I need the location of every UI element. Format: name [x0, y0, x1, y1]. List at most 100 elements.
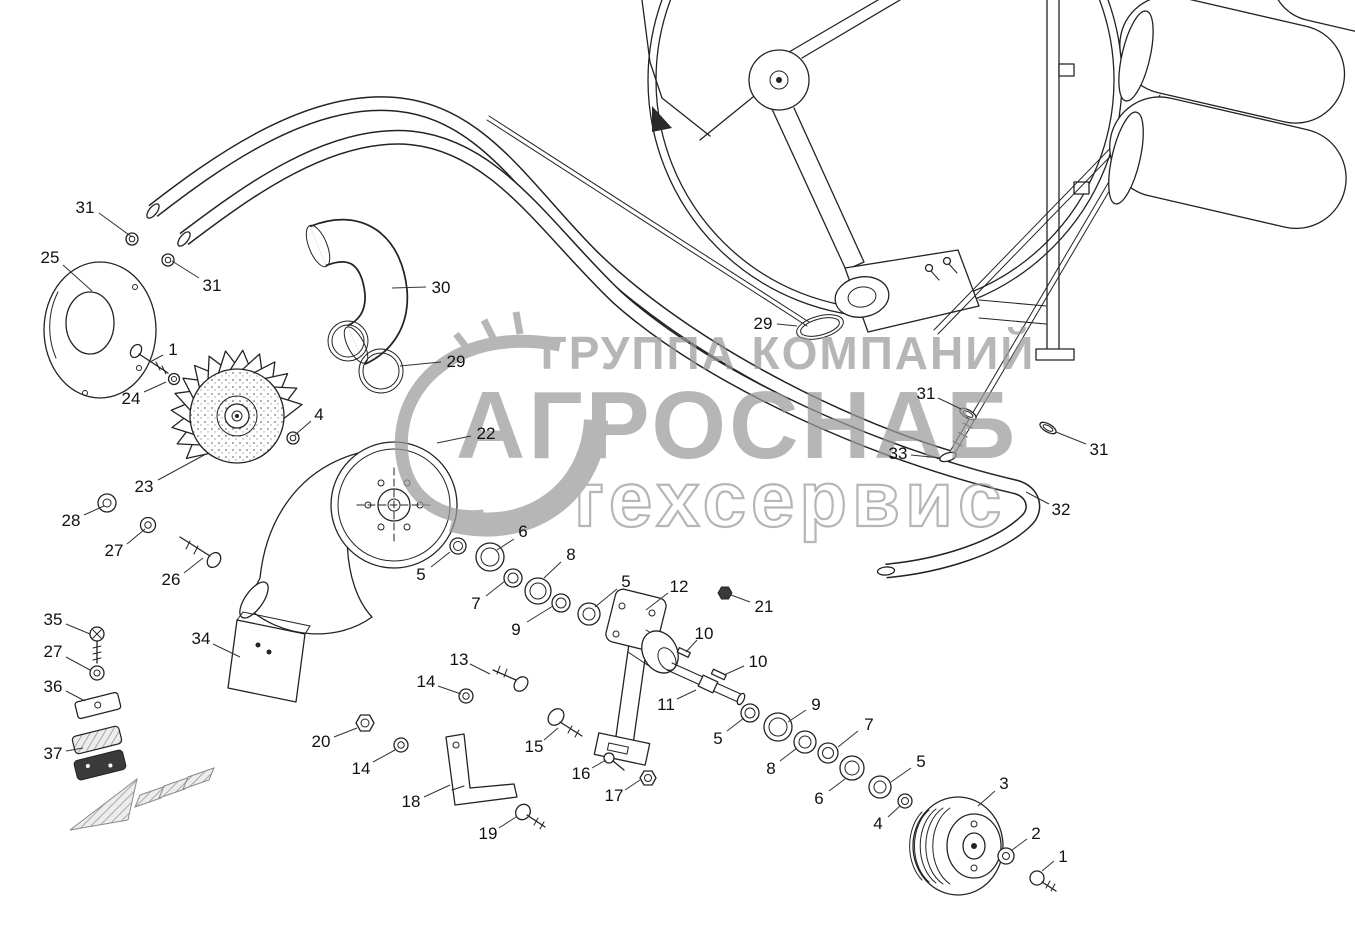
callout-label: 37	[44, 744, 63, 763]
callout-leader	[294, 420, 312, 436]
callout-label: 23	[135, 477, 154, 496]
callout-leader	[62, 264, 93, 292]
callout-leader	[83, 505, 105, 516]
callout-label: 1	[1058, 847, 1067, 866]
callout-label: 31	[917, 384, 936, 403]
callout-leader	[98, 212, 133, 238]
callout-leader	[436, 435, 472, 444]
callout-label: 5	[916, 752, 925, 771]
callout-label: 33	[889, 444, 908, 463]
callout-leader	[126, 528, 146, 545]
callout-label: 31	[76, 198, 95, 217]
callout-label: 9	[511, 620, 520, 639]
callout-leader	[594, 588, 618, 608]
callout-leader	[887, 805, 901, 818]
callout-label: 6	[518, 522, 527, 541]
part-screw-15-bolt-16-nut-17	[547, 708, 657, 786]
watermark-line2: АГРОСНАБ	[456, 372, 1018, 479]
callout-leader	[1011, 838, 1028, 851]
watermark-logo	[394, 311, 608, 537]
callout-leader	[1025, 491, 1050, 505]
callout-leader	[372, 749, 396, 763]
side-cylinders	[1108, 0, 1355, 230]
callout-label: 5	[621, 572, 630, 591]
part-shaft-11	[666, 586, 746, 706]
callout-label: 16	[572, 764, 591, 783]
callout-leader	[543, 561, 562, 579]
callout-label: 18	[402, 792, 421, 811]
callout-leader	[496, 538, 515, 551]
callout-label: 7	[864, 715, 873, 734]
callout-label: 22	[477, 424, 496, 443]
part-stack-35-27-36-37	[71, 626, 127, 781]
pin-10a	[676, 647, 691, 658]
callout-leader	[543, 727, 559, 741]
callout-leader	[437, 685, 462, 695]
callout-label: 5	[416, 565, 425, 584]
watermark-line3: техсервис	[566, 455, 1007, 543]
part-fasteners-26-27-28	[97, 493, 222, 569]
callout-leader	[685, 639, 698, 653]
callout-label: 15	[525, 737, 544, 756]
callout-leader	[485, 580, 506, 597]
callout-label: 12	[670, 577, 689, 596]
callout-leader	[645, 592, 669, 611]
callout-leader	[171, 260, 200, 279]
callout-leader	[391, 286, 427, 289]
callout-label: 30	[432, 278, 451, 297]
callout-label: 9	[811, 695, 820, 714]
callout-label: 3	[999, 774, 1008, 793]
watermark: ГРУППА КОМПАНИЙ АГРОСНАБ техсервис	[394, 311, 1033, 544]
hoses	[146, 96, 1041, 579]
callout-label: 11	[657, 695, 675, 714]
part-blower-housing-22	[239, 441, 458, 635]
callout-label: 21	[755, 597, 774, 616]
callout-leader	[890, 767, 912, 783]
callout-leader	[469, 663, 491, 675]
callout-label: 2	[1031, 824, 1040, 843]
callout-label: 8	[566, 545, 575, 564]
callout-leader	[624, 779, 641, 791]
part-bolt-1-left	[129, 343, 181, 386]
callout-leader	[910, 454, 942, 459]
callout-label: 7	[471, 594, 480, 613]
callout-label: 24	[122, 389, 141, 408]
callout-label: 17	[605, 786, 624, 805]
callout-leader	[65, 690, 86, 702]
callout-leader	[779, 747, 798, 762]
callout-leader	[143, 381, 167, 393]
callout-label: 28	[62, 511, 81, 530]
callout-label: 6	[814, 789, 823, 808]
part-elbow-30	[305, 218, 409, 366]
callout-label: 4	[314, 405, 323, 424]
callout-label: 14	[417, 672, 436, 691]
callout-label: 5	[713, 729, 722, 748]
callout-leader	[723, 665, 745, 676]
callout-leader	[183, 557, 204, 574]
callout-label: 27	[44, 642, 63, 661]
callout-label: 20	[312, 732, 331, 751]
callout-leader	[65, 747, 84, 752]
part-plate-34	[227, 611, 311, 703]
nut-21	[717, 586, 733, 600]
part-screw-13-washer-14	[458, 665, 529, 704]
callout-label: 13	[450, 650, 469, 669]
callout-label: 8	[766, 759, 775, 778]
callout-label: 4	[873, 814, 882, 833]
callout-leader	[591, 759, 607, 769]
callout-leader	[787, 709, 807, 723]
part-washers-31-top	[125, 232, 175, 267]
callout-leader	[157, 453, 207, 481]
callout-leader	[498, 816, 517, 829]
callout-leader	[423, 784, 451, 798]
direction-arrow	[69, 767, 215, 831]
callout-label: 29	[754, 314, 773, 333]
callout-leader	[430, 551, 451, 568]
part-orings-29	[327, 314, 844, 394]
callout-label: 34	[192, 629, 211, 648]
callout-leader	[399, 361, 442, 367]
callout-label: 31	[1090, 440, 1109, 459]
callout-leader	[776, 323, 798, 327]
